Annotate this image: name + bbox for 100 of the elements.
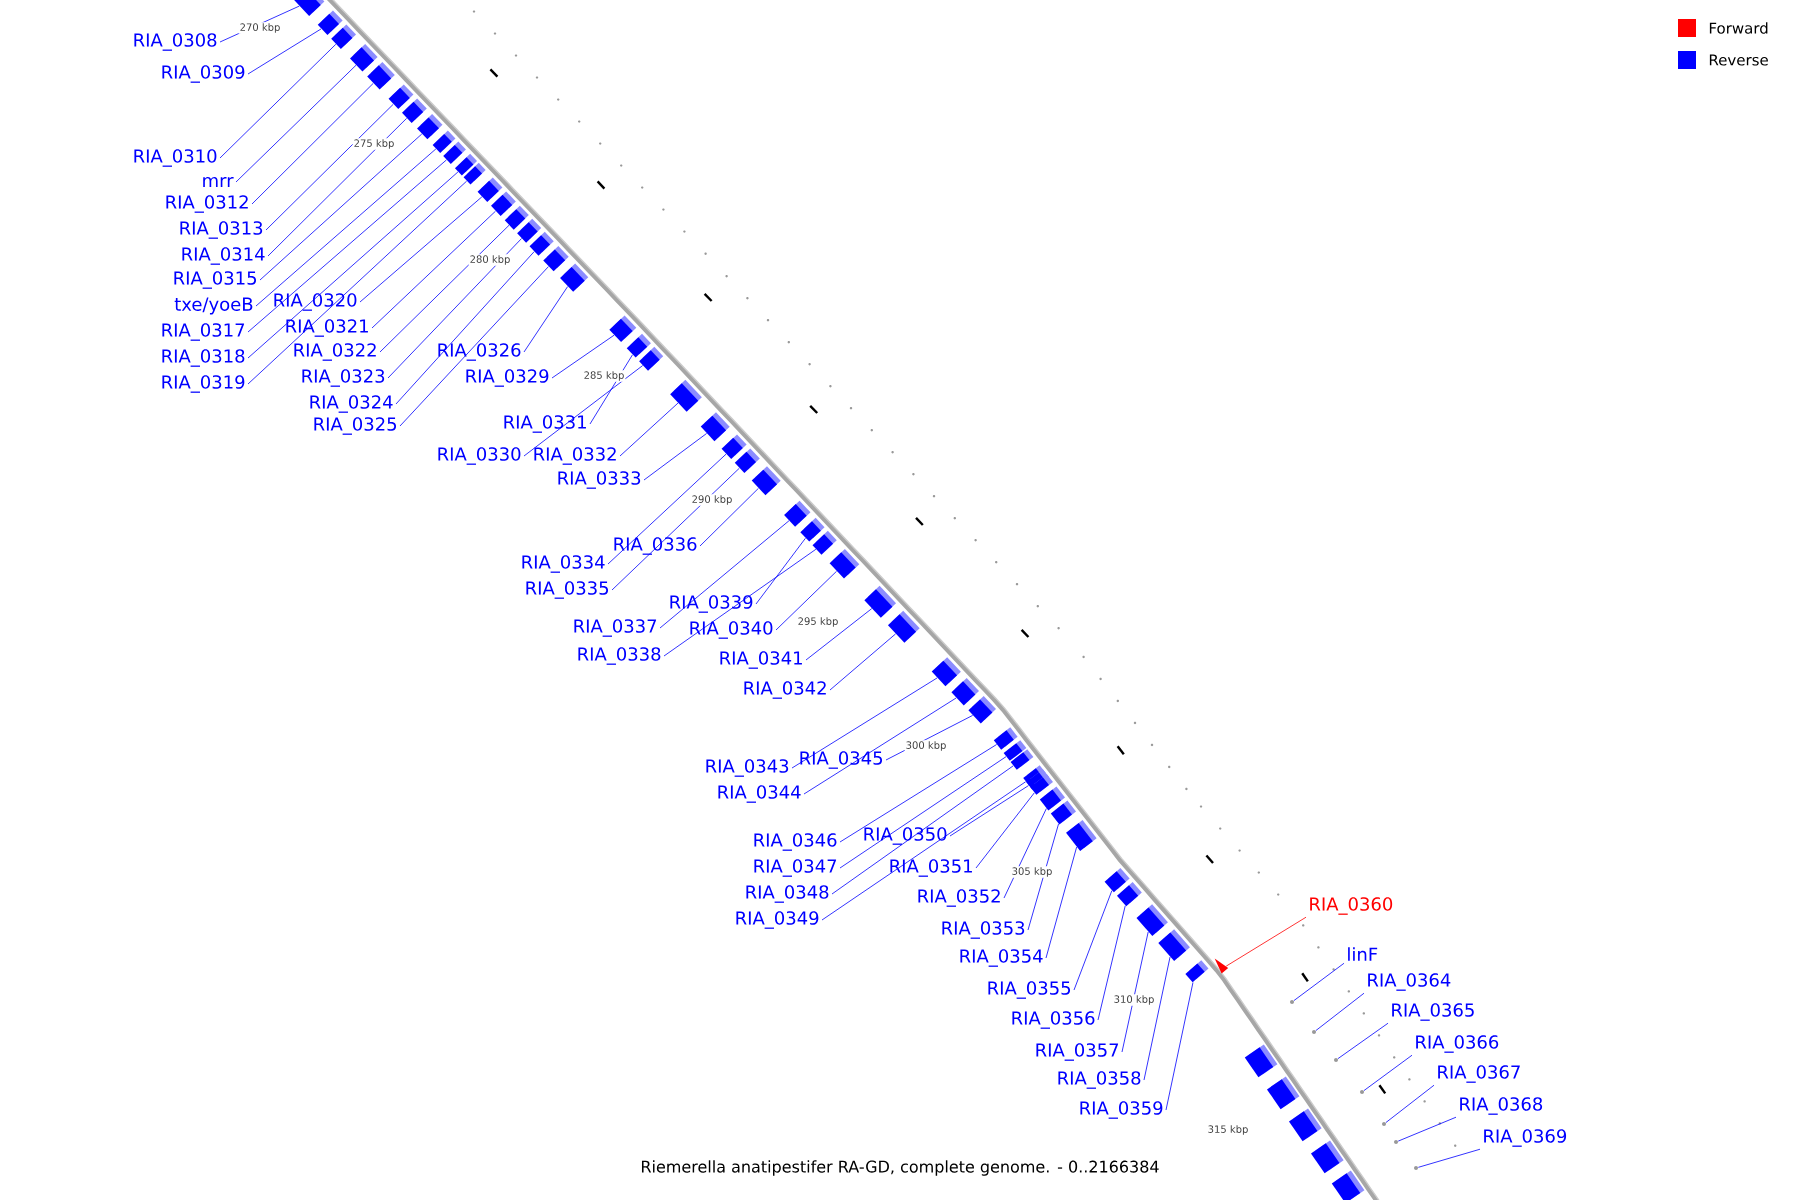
leader-line bbox=[1143, 956, 1171, 1081]
gene-label: RIA_0351 bbox=[890, 859, 972, 877]
gene-block bbox=[1136, 904, 1168, 937]
gene-label: RIA_0321 bbox=[286, 319, 368, 337]
gene-label: RIA_0310 bbox=[134, 149, 217, 167]
gene-label: txe/yoeB bbox=[174, 297, 253, 315]
gene-block bbox=[1158, 929, 1190, 962]
gene-label: RIA_0325 bbox=[314, 417, 396, 435]
gene-block bbox=[670, 379, 702, 412]
leader-line bbox=[387, 238, 522, 379]
gene-label: RIA_0335 bbox=[526, 581, 609, 599]
leader-line bbox=[359, 196, 483, 303]
gene-label: RIA_0331 bbox=[504, 415, 586, 433]
leader-line bbox=[791, 677, 938, 769]
gene-label: RIA_0322 bbox=[294, 343, 376, 361]
gene-label: RIA_0365 bbox=[1392, 1003, 1474, 1021]
leader-line bbox=[821, 781, 1027, 921]
gene-label: RIA_0313 bbox=[180, 221, 263, 239]
leader-line bbox=[885, 715, 974, 761]
gene-block bbox=[350, 43, 378, 72]
gene-block bbox=[543, 246, 569, 272]
leader-line bbox=[247, 171, 459, 359]
gene-label: RIA_0340 bbox=[690, 621, 773, 639]
gene-label: RIA_0358 bbox=[1058, 1071, 1141, 1089]
gene-block bbox=[968, 695, 996, 724]
gene-label: RIA_0309 bbox=[162, 65, 245, 83]
gene-label: RIA_0367 bbox=[1438, 1065, 1520, 1083]
gene-label: RIA_0315 bbox=[174, 271, 256, 289]
gene-label: RIA_0312 bbox=[166, 195, 248, 213]
gene-label: RIA_0317 bbox=[162, 323, 245, 341]
leader-line bbox=[755, 537, 806, 605]
gene-block bbox=[1289, 1108, 1322, 1142]
gene-block bbox=[751, 466, 781, 496]
leader-line bbox=[663, 548, 817, 657]
gene-label: RIA_0342 bbox=[744, 681, 826, 699]
gene-label: RIA_0368 bbox=[1460, 1097, 1543, 1115]
gene-label: RIA_0347 bbox=[754, 859, 837, 877]
gene-block bbox=[1117, 882, 1142, 907]
gene-block bbox=[331, 24, 356, 49]
gene-label: RIA_0353 bbox=[942, 921, 1025, 939]
gene-block bbox=[1104, 868, 1130, 893]
leader-line bbox=[1363, 1054, 1413, 1091]
leader-line bbox=[379, 224, 510, 353]
leader-line bbox=[1073, 890, 1113, 991]
gene-label: RIA_0364 bbox=[1368, 973, 1451, 991]
gene-block bbox=[477, 177, 503, 202]
leader-line bbox=[371, 210, 496, 329]
gene-block bbox=[864, 585, 897, 618]
gene-label: RIA_0357 bbox=[1036, 1043, 1119, 1061]
gene-block bbox=[993, 727, 1018, 750]
gene-label: RIA_0337 bbox=[574, 619, 657, 637]
leader-line bbox=[265, 103, 394, 231]
leader-line bbox=[395, 251, 535, 405]
gene-label: RIA_0341 bbox=[720, 651, 802, 669]
gene-label: RIA_0352 bbox=[918, 889, 1000, 907]
leader-line bbox=[829, 633, 896, 691]
gene-block bbox=[700, 412, 730, 442]
leader-line bbox=[775, 570, 837, 631]
gene-label: RIA_0348 bbox=[746, 885, 829, 903]
gene-block bbox=[951, 678, 979, 706]
gene-block bbox=[463, 162, 486, 185]
gene-label: RIA_0334 bbox=[522, 555, 605, 573]
gene-label: RIA_0338 bbox=[578, 647, 661, 665]
gene-wedge bbox=[1214, 958, 1229, 974]
leader-line bbox=[805, 608, 873, 661]
leader-line bbox=[551, 334, 615, 379]
gene-block bbox=[294, 0, 325, 16]
leader-line bbox=[1045, 846, 1077, 959]
leader-line bbox=[1315, 992, 1365, 1031]
gene-label: RIA_0344 bbox=[718, 785, 801, 803]
gene-block bbox=[417, 114, 443, 140]
gene-label: RIA_0314 bbox=[182, 247, 265, 265]
gene-label: RIA_0354 bbox=[960, 949, 1043, 967]
leader-line bbox=[803, 697, 957, 795]
gene-block bbox=[931, 657, 961, 687]
gene-block bbox=[784, 500, 811, 527]
leader-line bbox=[1003, 808, 1047, 899]
gene-block bbox=[721, 434, 747, 459]
gene-block bbox=[1311, 1140, 1344, 1174]
leader-line bbox=[1225, 916, 1307, 967]
gene-label: RIA_0369 bbox=[1484, 1129, 1567, 1147]
gene-block bbox=[491, 191, 516, 216]
leader-line bbox=[1337, 1022, 1389, 1060]
gene-label: RIA_0359 bbox=[1080, 1101, 1163, 1119]
leader-line bbox=[699, 487, 759, 547]
gene-label: linF bbox=[1348, 947, 1378, 961]
gene-label: RIA_0319 bbox=[162, 375, 245, 393]
gene-label: RIA_0356 bbox=[1012, 1011, 1095, 1029]
gene-label: RIA_0333 bbox=[558, 471, 641, 489]
leader-line bbox=[523, 286, 569, 353]
gene-block bbox=[1331, 1170, 1365, 1200]
gene-label: RIA_0308 bbox=[134, 33, 217, 51]
leader-line bbox=[1293, 962, 1345, 1001]
gene-block bbox=[609, 315, 637, 343]
gene-block bbox=[517, 218, 542, 243]
leader-line bbox=[219, 43, 337, 159]
leader-line bbox=[247, 159, 447, 333]
leader-line bbox=[589, 354, 633, 425]
leader-line bbox=[839, 756, 1007, 869]
leader-line bbox=[643, 433, 707, 481]
